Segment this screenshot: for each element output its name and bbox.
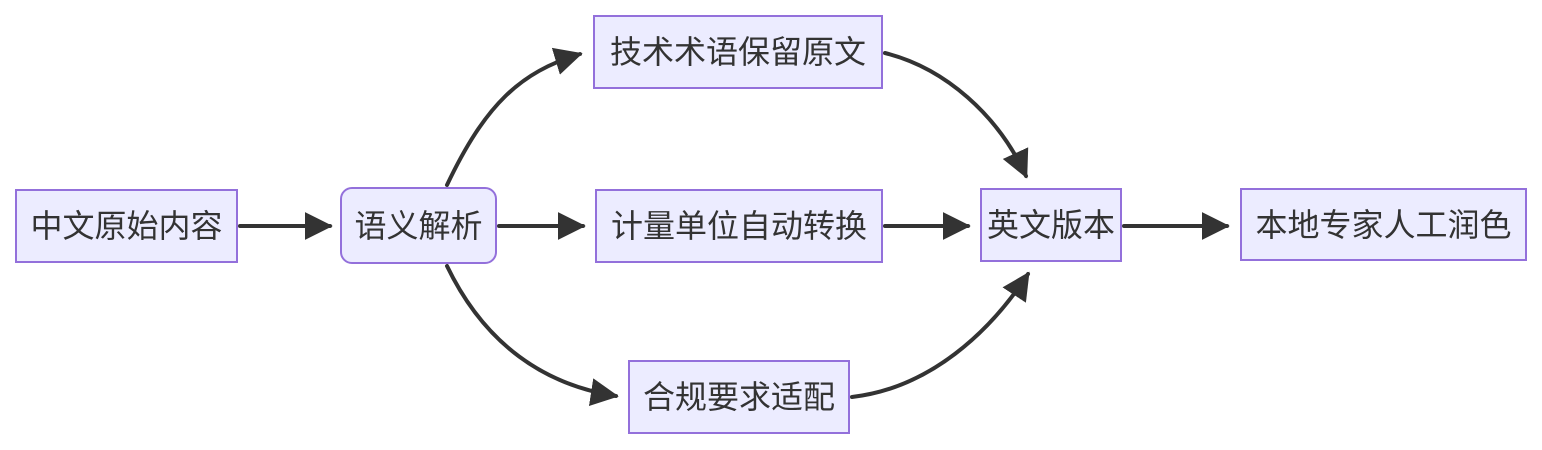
- node-semantic-parse: 语义解析: [340, 187, 497, 264]
- node-unit-conversion: 计量单位自动转换: [595, 189, 883, 263]
- node-compliance: 合规要求适配: [628, 360, 850, 434]
- edge-parse-terms: [445, 47, 583, 187]
- node-english-version: 英文版本: [980, 188, 1122, 262]
- node-semantic-parse-label: 语义解析: [354, 207, 483, 244]
- node-unit-conversion-label: 计量单位自动转换: [610, 208, 867, 244]
- node-english-version-label: 英文版本: [986, 207, 1115, 243]
- node-tech-terms-label: 技术术语保留原文: [609, 34, 866, 70]
- edge-terms-english: [883, 51, 1029, 179]
- node-expert-polish: 本地专家人工润色: [1240, 188, 1527, 261]
- node-tech-terms: 技术术语保留原文: [593, 15, 883, 89]
- edge-compliance-english: [850, 271, 1030, 399]
- node-chinese-source-label: 中文原始内容: [30, 208, 223, 244]
- node-expert-polish-label: 本地专家人工润色: [1255, 206, 1512, 243]
- edge-parse-compliance: [445, 264, 619, 406]
- node-chinese-source: 中文原始内容: [15, 189, 238, 263]
- node-compliance-label: 合规要求适配: [642, 379, 835, 415]
